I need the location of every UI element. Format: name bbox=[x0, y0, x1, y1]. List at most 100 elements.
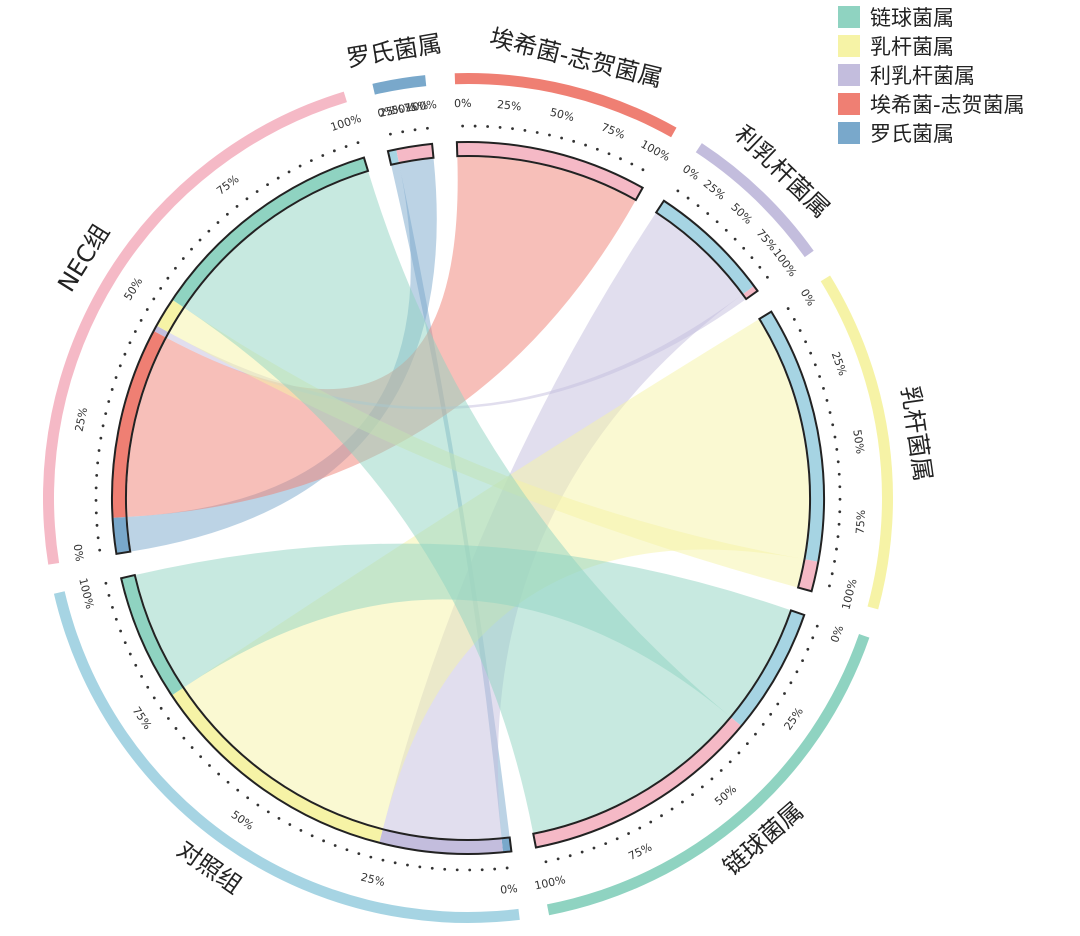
dot bbox=[493, 867, 497, 871]
pct-label-lacto: 100% bbox=[839, 577, 859, 611]
dot bbox=[140, 674, 143, 678]
legend-label-strep: 链球菌属 bbox=[870, 5, 954, 30]
dot bbox=[670, 807, 674, 811]
dot bbox=[742, 246, 746, 250]
dot bbox=[406, 863, 409, 867]
segment-outline-nec bbox=[111, 156, 370, 555]
dot bbox=[455, 868, 459, 872]
dot bbox=[207, 229, 211, 233]
outer-arc-ligilacto bbox=[695, 143, 814, 258]
dot bbox=[676, 189, 680, 193]
dot bbox=[246, 796, 250, 800]
segment-outline-roth bbox=[386, 142, 435, 166]
segment-rings bbox=[111, 141, 825, 855]
dot bbox=[838, 485, 842, 489]
dot bbox=[761, 722, 765, 726]
dot bbox=[401, 130, 405, 134]
pct-label-roth: 0% bbox=[376, 104, 396, 120]
dot bbox=[638, 826, 642, 830]
dot bbox=[505, 866, 509, 870]
dot bbox=[681, 800, 684, 804]
dot bbox=[276, 176, 280, 180]
legend-label-ligilacto: 利乳杆菌属 bbox=[870, 63, 975, 88]
dot bbox=[146, 685, 150, 689]
dot bbox=[719, 769, 723, 772]
dot bbox=[789, 681, 793, 685]
dot bbox=[836, 460, 840, 464]
pct-label-nec: 25% bbox=[73, 406, 91, 433]
dot bbox=[835, 547, 838, 551]
dot bbox=[754, 732, 757, 736]
dot bbox=[560, 136, 563, 140]
dot bbox=[298, 164, 302, 168]
dot bbox=[104, 412, 108, 415]
segment-nec-esch bbox=[112, 330, 167, 518]
segment-outline-esch bbox=[455, 141, 645, 202]
pct-label-esch: 0% bbox=[454, 97, 472, 110]
dot bbox=[815, 624, 819, 628]
pct-label-nec: 0% bbox=[71, 543, 86, 562]
dot bbox=[572, 139, 576, 143]
dot bbox=[107, 593, 111, 597]
dot bbox=[766, 275, 769, 279]
segment-outline-strep bbox=[532, 609, 806, 849]
dot bbox=[152, 696, 156, 700]
segment-control-lacto bbox=[171, 687, 383, 843]
pct-label-roth: 100% bbox=[405, 98, 438, 115]
dot bbox=[310, 834, 314, 838]
dot bbox=[356, 141, 360, 145]
dot bbox=[630, 162, 634, 166]
dot bbox=[706, 212, 710, 215]
dot bbox=[198, 238, 202, 242]
dot bbox=[641, 168, 645, 172]
pct-label-lacto: 25% bbox=[829, 350, 850, 377]
dot bbox=[837, 522, 841, 526]
dot bbox=[98, 548, 102, 552]
pct-label-esch: 100% bbox=[638, 138, 672, 164]
dot bbox=[584, 143, 587, 147]
pct-label-nec: 50% bbox=[121, 275, 145, 303]
dot bbox=[544, 860, 548, 864]
dot bbox=[114, 617, 118, 621]
outer-arc-roth bbox=[372, 75, 427, 95]
dot bbox=[95, 473, 99, 477]
pct-label-ligilacto: 100% bbox=[770, 246, 799, 279]
pct-label-control: 100% bbox=[76, 577, 96, 611]
dot bbox=[828, 584, 831, 588]
dot bbox=[750, 256, 754, 260]
legend-swatch-strep bbox=[838, 5, 860, 28]
dot bbox=[357, 852, 361, 856]
dot bbox=[627, 832, 630, 835]
dot bbox=[288, 823, 292, 826]
dot bbox=[468, 868, 472, 872]
legend-label-roth: 罗氏菌属 bbox=[870, 121, 954, 146]
dot bbox=[806, 647, 810, 651]
dot bbox=[345, 848, 349, 852]
dot bbox=[139, 319, 143, 322]
dot bbox=[523, 128, 527, 132]
dot bbox=[321, 154, 325, 157]
dotted-ring bbox=[94, 124, 842, 872]
dot bbox=[607, 152, 611, 156]
dot bbox=[833, 560, 836, 563]
pct-label-esch: 75% bbox=[599, 121, 627, 142]
dot bbox=[101, 424, 105, 428]
pct-label-control: 50% bbox=[229, 808, 256, 833]
ribbons bbox=[127, 157, 810, 839]
legend-swatch-esch bbox=[838, 92, 860, 115]
legend-item-lacto: 乳杆菌属 bbox=[838, 31, 1025, 60]
pct-label-control: 0% bbox=[500, 882, 519, 897]
legend-swatch-lacto bbox=[838, 34, 860, 57]
dot bbox=[225, 212, 229, 216]
dot bbox=[369, 855, 373, 859]
ribbon-nec-strep bbox=[184, 171, 730, 833]
dot bbox=[745, 742, 749, 746]
legend-item-roth: 罗氏菌属 bbox=[838, 118, 1025, 147]
dot bbox=[94, 498, 98, 502]
dot bbox=[152, 297, 156, 301]
dot bbox=[344, 145, 348, 148]
dot bbox=[580, 850, 584, 854]
dot bbox=[266, 810, 270, 814]
dot bbox=[145, 308, 149, 311]
